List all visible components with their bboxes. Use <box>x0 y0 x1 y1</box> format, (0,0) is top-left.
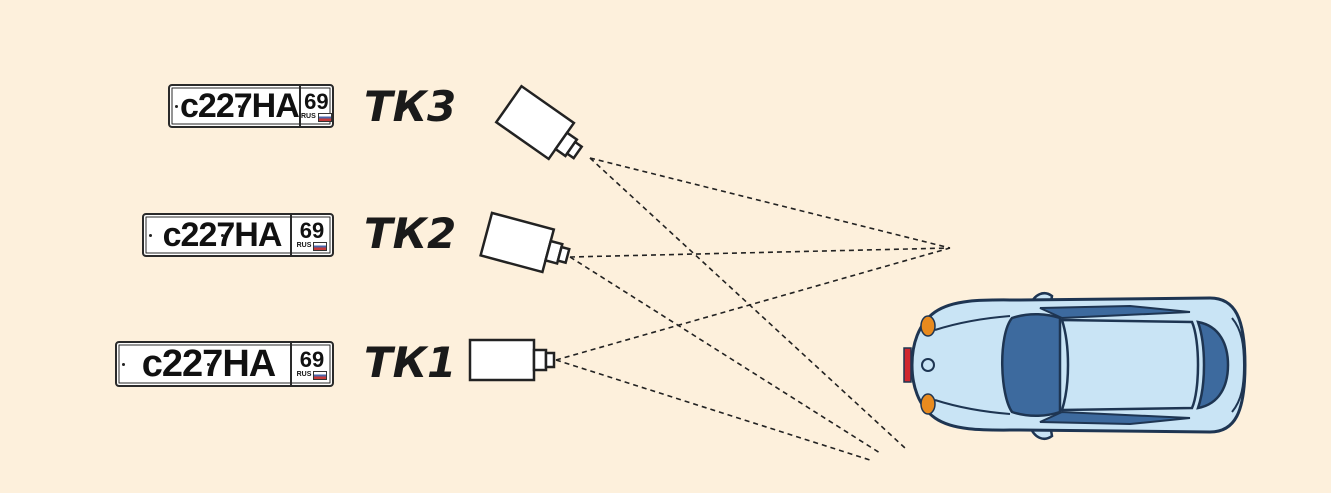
sight-line-tk1-lower <box>555 359 871 461</box>
flag-icon <box>313 370 328 380</box>
plate-country: RUS <box>296 241 328 251</box>
plate-country-code: RUS <box>296 371 312 378</box>
plate-region-code: 69 <box>299 346 325 372</box>
camera-icon <box>479 211 571 274</box>
plate-region-box: 69 RUS <box>290 343 332 385</box>
plate-number: с227НА <box>117 343 290 385</box>
sight-line-tk3-upper <box>589 157 951 249</box>
plate-country: RUS <box>296 370 328 380</box>
camera-label-tk2: ТК2 <box>364 209 457 258</box>
plate-country-code: RUS <box>296 242 312 249</box>
sight-line-tk2-lower <box>569 256 881 454</box>
sight-line-tk2-upper <box>569 247 951 258</box>
license-plate-tk3: с227НА 69 RUS <box>168 84 334 128</box>
plate-region-code: 69 <box>299 217 325 243</box>
camera-label-tk1: ТК1 <box>364 338 457 387</box>
plate-region-box: 69 RUS <box>298 86 332 126</box>
camera-icon <box>468 338 556 382</box>
plate-region-box: 69 RUS <box>290 215 332 255</box>
sight-line-tk1-upper <box>555 247 951 361</box>
car-icon <box>903 292 1247 440</box>
plate-region-code: 69 <box>304 88 329 114</box>
plate-number: с227НА <box>170 86 300 126</box>
flag-icon <box>313 241 328 251</box>
sight-lines <box>555 157 951 461</box>
license-plate-tk2: с227НА 69 RUS <box>142 213 334 257</box>
sight-line-tk3-lower <box>589 157 906 449</box>
plate-country-code: RUS <box>300 113 316 120</box>
plate-country: RUS <box>300 112 332 122</box>
flag-icon <box>317 112 332 122</box>
license-plate-tk1: с227НА 69 RUS <box>115 341 334 387</box>
camera-label-tk3: ТК3 <box>364 82 457 131</box>
plate-number: с227НА <box>144 215 290 255</box>
camera-icon <box>494 84 584 161</box>
